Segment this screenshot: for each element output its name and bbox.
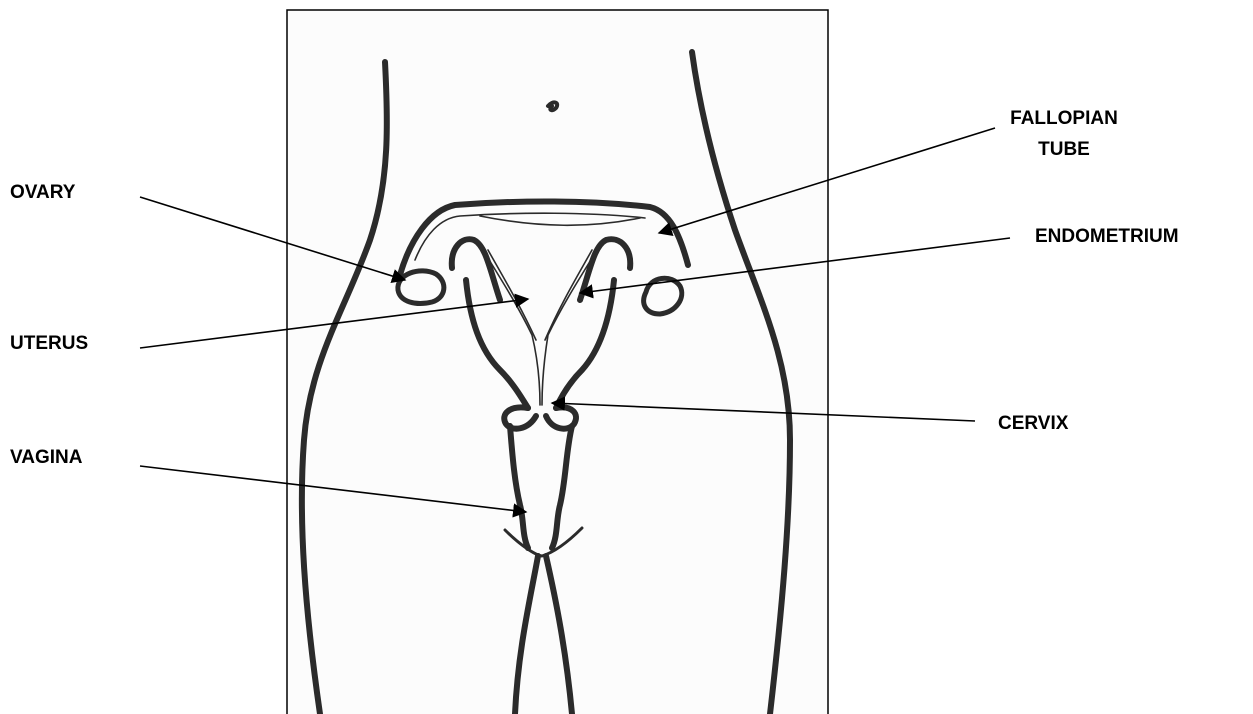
uterus-label: UTERUS xyxy=(10,333,88,354)
fallopian-tube-label-line1: FALLOPIAN xyxy=(1010,108,1118,129)
vagina-label: VAGINA xyxy=(10,447,83,468)
cervix-label: CERVIX xyxy=(998,413,1069,434)
navel-mark xyxy=(548,102,557,110)
endometrium-label: ENDOMETRIUM xyxy=(1035,226,1179,247)
ovary-label: OVARY xyxy=(10,182,76,203)
fallopian-tube-label-line2: TUBE xyxy=(1038,139,1090,160)
